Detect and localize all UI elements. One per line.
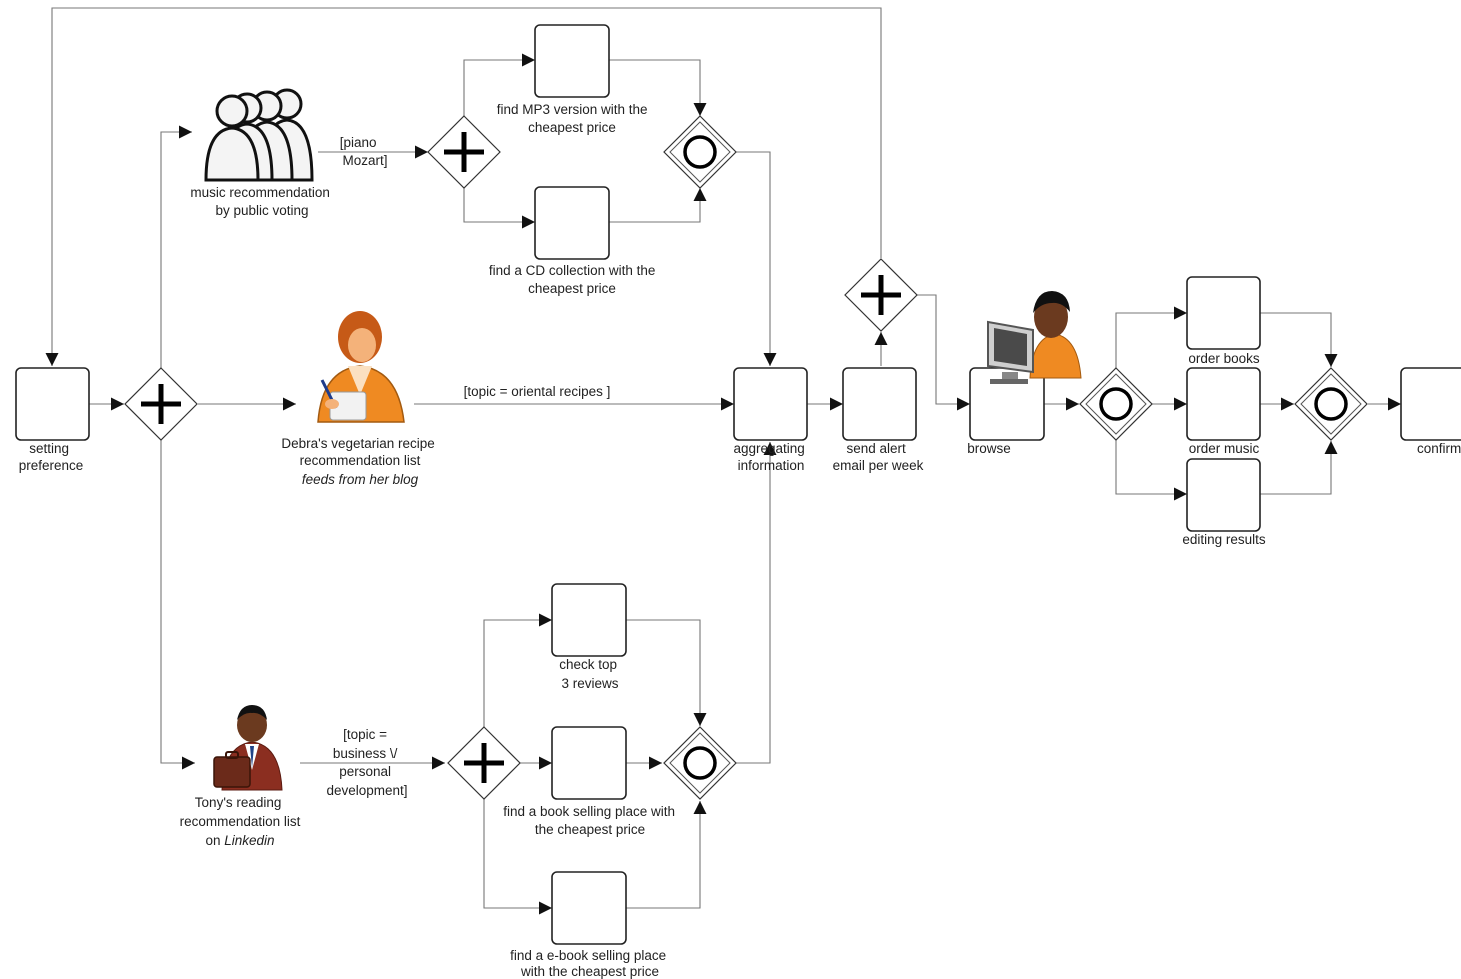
plus-icon xyxy=(464,743,504,783)
edge-split-music xyxy=(160,125,192,369)
label-order-books: order books xyxy=(1188,351,1260,366)
inclusive-gateway-order-join xyxy=(1294,367,1368,441)
edge-gw1-mp3 xyxy=(463,53,535,117)
label-browse: browse xyxy=(967,441,1011,456)
circle-icon xyxy=(683,746,717,780)
woman-writer-icon xyxy=(317,311,405,423)
inclusive-gateway-reading xyxy=(663,726,737,800)
task-find-mp3[interactable] xyxy=(534,24,610,98)
task-confirm[interactable] xyxy=(1400,367,1461,441)
edge-gw3-checktop xyxy=(483,613,552,727)
people-group-icon xyxy=(204,88,314,182)
label-setting-preference: setting preference xyxy=(19,441,84,473)
task-order-music[interactable] xyxy=(1186,367,1261,441)
edge-loop-back xyxy=(45,7,882,366)
edge-gw3-findebook xyxy=(483,799,552,915)
label-tony-on-linkedin: on Linkedin xyxy=(205,833,274,848)
edge-gw2-aggregating xyxy=(736,151,777,366)
label-find-book: find a book selling place with the cheap… xyxy=(503,804,679,837)
plus-icon xyxy=(861,275,901,315)
task-editing-results[interactable] xyxy=(1186,458,1261,532)
inclusive-gateway-music xyxy=(663,115,737,189)
label-condition-recipe: [topic = oriental recipes ] xyxy=(464,384,611,399)
edge-mp3-gw2 xyxy=(609,59,707,116)
edge-gw1-cd xyxy=(463,188,535,229)
edge-editing-gw7 xyxy=(1260,441,1338,495)
label-music-recommendation: music recommendation by public voting xyxy=(190,185,333,218)
parallel-gateway-split xyxy=(124,367,198,441)
label-tony-list: Tony's reading recommendation list xyxy=(180,795,301,829)
label-find-ebook: find a e-book selling place with the che… xyxy=(510,948,670,979)
label-debra-feeds: feeds from her blog xyxy=(302,472,419,487)
tasks xyxy=(15,24,1461,945)
edge-findebook-gw4 xyxy=(626,801,707,909)
label-aggregating: aggregating information xyxy=(733,441,808,473)
edge-gw6-orderbooks xyxy=(1115,306,1187,369)
edge-gw5-browse xyxy=(916,294,970,411)
edge-gw6-editing xyxy=(1115,440,1187,501)
parallel-gateway-reading xyxy=(447,726,521,800)
user-at-computer-icon xyxy=(987,291,1082,384)
edge-orderbooks-gw7 xyxy=(1260,312,1338,367)
inclusive-gateway-browse-split xyxy=(1079,367,1153,441)
task-check-top[interactable] xyxy=(551,583,627,657)
parallel-gateway-music xyxy=(427,115,501,189)
label-condition-music: [piano Mozart] xyxy=(340,135,388,168)
labels: setting preference find MP3 version with… xyxy=(19,102,1461,979)
task-find-ebook[interactable] xyxy=(551,871,627,945)
edge-checktop-gw4 xyxy=(626,619,707,726)
label-confirm: confirm xyxy=(1417,441,1461,456)
businessman-icon xyxy=(213,705,283,791)
label-condition-reading: [topic = business \/ personal developmen… xyxy=(326,727,407,798)
label-find-cd: find a CD collection with the cheapest p… xyxy=(489,263,659,296)
edge-split-tony xyxy=(160,440,195,770)
task-setting-preference[interactable] xyxy=(15,367,90,441)
flow-edges xyxy=(45,7,1401,915)
label-order-music: order music xyxy=(1189,441,1260,456)
task-aggregating[interactable] xyxy=(733,367,808,441)
label-check-top: check top 3 reviews xyxy=(559,657,621,691)
circle-icon xyxy=(683,135,717,169)
label-debra-list: Debra's vegetarian recipe recommendation… xyxy=(281,436,438,468)
plus-icon xyxy=(444,132,484,172)
circle-icon xyxy=(1314,387,1348,421)
task-order-books[interactable] xyxy=(1186,276,1261,350)
label-find-mp3: find MP3 version with the cheapest price xyxy=(497,102,652,135)
plus-icon xyxy=(141,384,181,424)
parallel-gateway-alert xyxy=(844,258,918,332)
label-editing-results: editing results xyxy=(1182,532,1266,547)
circle-icon xyxy=(1099,387,1133,421)
label-send-alert: send alert email per week xyxy=(833,441,924,473)
task-find-cd[interactable] xyxy=(534,186,610,260)
edge-gw4-aggregating xyxy=(736,442,777,764)
edge-cd-gw2 xyxy=(609,188,707,223)
task-send-alert[interactable] xyxy=(842,367,917,441)
gateways xyxy=(124,115,1368,800)
task-find-book[interactable] xyxy=(551,726,627,800)
